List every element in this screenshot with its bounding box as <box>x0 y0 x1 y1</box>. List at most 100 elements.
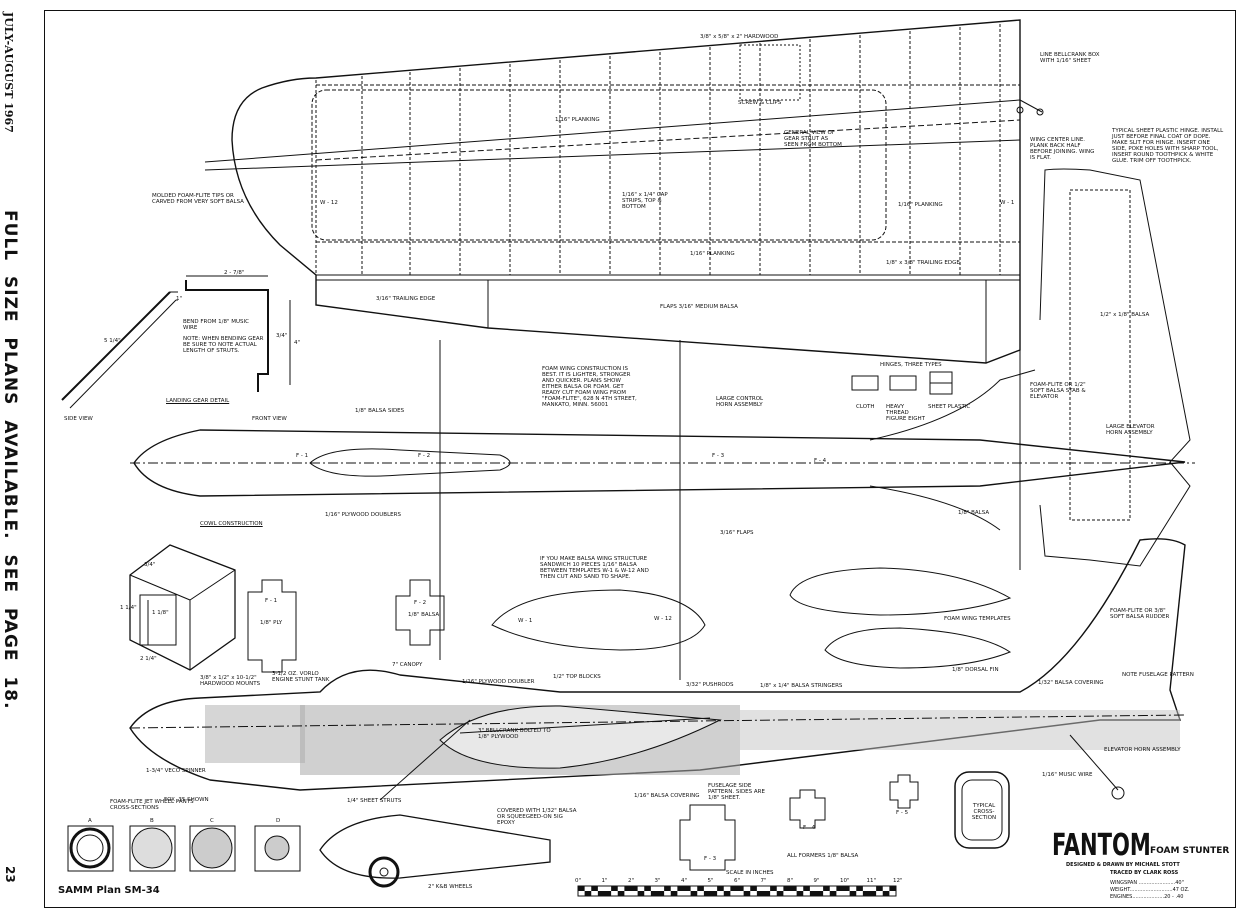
scale-segment <box>611 886 618 891</box>
scale-segment <box>677 886 684 891</box>
stringers-label: 1/8" x 1/4" BALSA STRINGERS <box>760 683 843 689</box>
scale-segment <box>869 891 877 896</box>
f2-material-label: 1/8" BALSA <box>408 612 440 618</box>
w12-template-label: W - 12 <box>654 616 672 622</box>
wheel-pant-sections <box>67 825 301 872</box>
hinge-types <box>851 371 953 395</box>
gear-note-label: NOTE: WHEN BENDING GEAR BE SURE TO NOTE … <box>183 336 264 354</box>
scale-segment <box>829 891 837 896</box>
formers-f1-f2 <box>247 579 445 673</box>
f1-former-label: F - 1 <box>265 598 278 604</box>
scale-segment <box>723 891 731 896</box>
ply-doublers-label: 1/16" PLYWOOD DOUBLERS <box>325 512 401 518</box>
plans-banner: FULL SIZE PLANS AVAILABLE. SEE PAGE 18. <box>0 210 20 710</box>
scale-segment <box>763 891 771 896</box>
plywood-doubler-label: 1/16" PLYWOOD DOUBLER <box>462 679 535 685</box>
section-a-label: A <box>88 818 92 824</box>
wing-planking-label: 1/16" PLANKING <box>555 117 600 123</box>
struts-label: 1/4" SHEET STRUTS <box>347 798 402 804</box>
scale-segment <box>650 891 658 896</box>
scale-tick-label: 10" <box>840 878 850 884</box>
scale-tick-label: 0" <box>575 878 582 884</box>
scale-segment <box>770 886 777 891</box>
cowl-dim-2: 1 1/8" <box>152 610 169 616</box>
wheels-label: 2" K&B WHEELS <box>428 884 473 890</box>
covered-label: COVERED WITH 1/32" BALSA OR SQUEEGEED-ON… <box>497 808 577 826</box>
wheel-pants-label: FOAM-FLITE JET WHEEL PANTS CROSS-SECTION… <box>110 799 194 811</box>
formers-f3-f5 <box>679 771 1010 871</box>
scale-segment <box>710 891 718 896</box>
scale-segment <box>584 891 592 896</box>
scale-tick-label: 9" <box>813 878 820 884</box>
scale-segment <box>637 891 645 896</box>
scale-tick-label: 5" <box>707 878 714 884</box>
scale-segment <box>756 891 764 896</box>
scale-segment <box>796 891 804 896</box>
scale-segment <box>703 891 711 896</box>
scale-segment <box>624 886 631 891</box>
section-d-label: D <box>276 818 281 824</box>
bellcrank-label: 3" BELLCRANK BOLTED TO 1/8" PLYWOOD <box>478 728 551 740</box>
tank-label: 3-1/2 OZ. VORLO ENGINE STUNT TANK <box>272 671 330 683</box>
specs-block: WINGSPAN .......................40" WEIG… <box>1110 880 1190 901</box>
cowl-dim-3: 1 1/4" <box>120 605 137 611</box>
issue-date: JULY-AUGUST 1967 <box>2 12 15 133</box>
w1-template-label: W - 1 <box>518 618 533 624</box>
scale-segment <box>889 886 896 891</box>
gear-front-view-label: FRONT VIEW <box>252 416 287 422</box>
hinge-cloth-label: CLOTH <box>856 404 875 410</box>
trailing-edge-right-label: 1/8" x 3/8" TRAILING EDGE <box>886 260 960 266</box>
templates-label: FOAM WING TEMPLATES <box>944 616 1011 622</box>
planking-bottom-label: 1/16" PLANKING <box>690 251 735 257</box>
elevator-horn-side-label: ELEVATOR HORN ASSEMBLY <box>1104 747 1181 753</box>
f1-material-label: 1/8" PLY <box>260 620 283 626</box>
wing-screw-label: SCREW & CLIPS <box>738 100 782 106</box>
gear-detail-label: LANDING GEAR DETAIL <box>166 398 230 404</box>
scale-segment <box>684 886 691 891</box>
foam-note-label: FOAM WING CONSTRUCTION IS BEST. IT IS LI… <box>542 366 637 408</box>
wing-general-view-label: GENERAL VIEW OF GEAR STRUT AS SEEN FROM … <box>784 130 842 148</box>
balsa-wing-note: IF YOU MAKE BALSA WING STRUCTURE SANDWIC… <box>540 556 649 580</box>
f5-former-label: F - 5 <box>896 810 909 816</box>
scale-segment <box>843 886 850 891</box>
section-b-label: B <box>150 818 154 824</box>
rudder-label: FOAM-FLITE OR 3/8" SOFT BALSA RUDDER <box>1110 608 1170 620</box>
gear-dim-len: 4" <box>294 340 301 346</box>
pushrods-label: 3/32" PUSHRODS <box>686 682 734 688</box>
dorsal-fin-label: 1/8" DORSAL FIN <box>952 667 999 673</box>
w1-rib-label: W - 1 <box>1000 200 1015 206</box>
hinge-plastic-label: SHEET PLASTIC <box>928 404 971 410</box>
hinge-note-label: TYPICAL SHEET PLASTIC HINGE. INSTALL JUS… <box>1112 128 1224 164</box>
scale-tick-label: 11" <box>866 878 877 884</box>
gear-dim-side: 3/4" <box>276 333 288 339</box>
scale-tick-label: 8" <box>787 878 794 884</box>
hinges-label: HINGES, THREE TYPES <box>880 362 942 368</box>
scale-segment <box>803 886 810 891</box>
airfoil-templates <box>491 567 1012 669</box>
hardwood-mounts-label: 3/8" x 1/2" x 10-1/2" HARDWOOD MOUNTS <box>200 675 261 687</box>
scale-tick-label: 12" <box>893 878 903 884</box>
wing-bellcrank-label: LINE BELLCRANK BOX WITH 1/16" SHEET <box>1040 52 1100 64</box>
f3-top-label: F - 3 <box>712 453 725 459</box>
cowl-label: COWL CONSTRUCTION <box>200 521 263 527</box>
scale-outline <box>577 885 897 897</box>
scale-segment <box>644 886 651 891</box>
page-number: 23 <box>3 866 17 883</box>
scale-segment <box>882 891 890 896</box>
section-c-label: C <box>210 818 214 824</box>
top-blocks-label: 1/2" TOP BLOCKS <box>553 674 601 680</box>
f1-top-label: F - 1 <box>296 453 309 459</box>
scale-segment <box>836 886 843 891</box>
gear-side-view-label: SIDE VIEW <box>64 416 93 422</box>
scale-segment <box>730 886 737 891</box>
wing-centerline-label: WING CENTER LINE. PLANK BACK HALF BEFORE… <box>1030 137 1095 161</box>
sidebar: JULY-AUGUST 1967 FULL SIZE PLANS AVAILAB… <box>0 0 40 912</box>
gear-bend-label: BEND FROM 1/8" MUSIC WIRE <box>183 319 250 331</box>
balsa-covering-1-label: 1/32" BALSA COVERING <box>1038 680 1104 686</box>
scale-segment <box>591 886 598 891</box>
scale-segment <box>631 886 638 891</box>
scale-segment <box>849 891 857 896</box>
cowl-construction <box>129 544 236 671</box>
scale-bar <box>577 885 897 897</box>
